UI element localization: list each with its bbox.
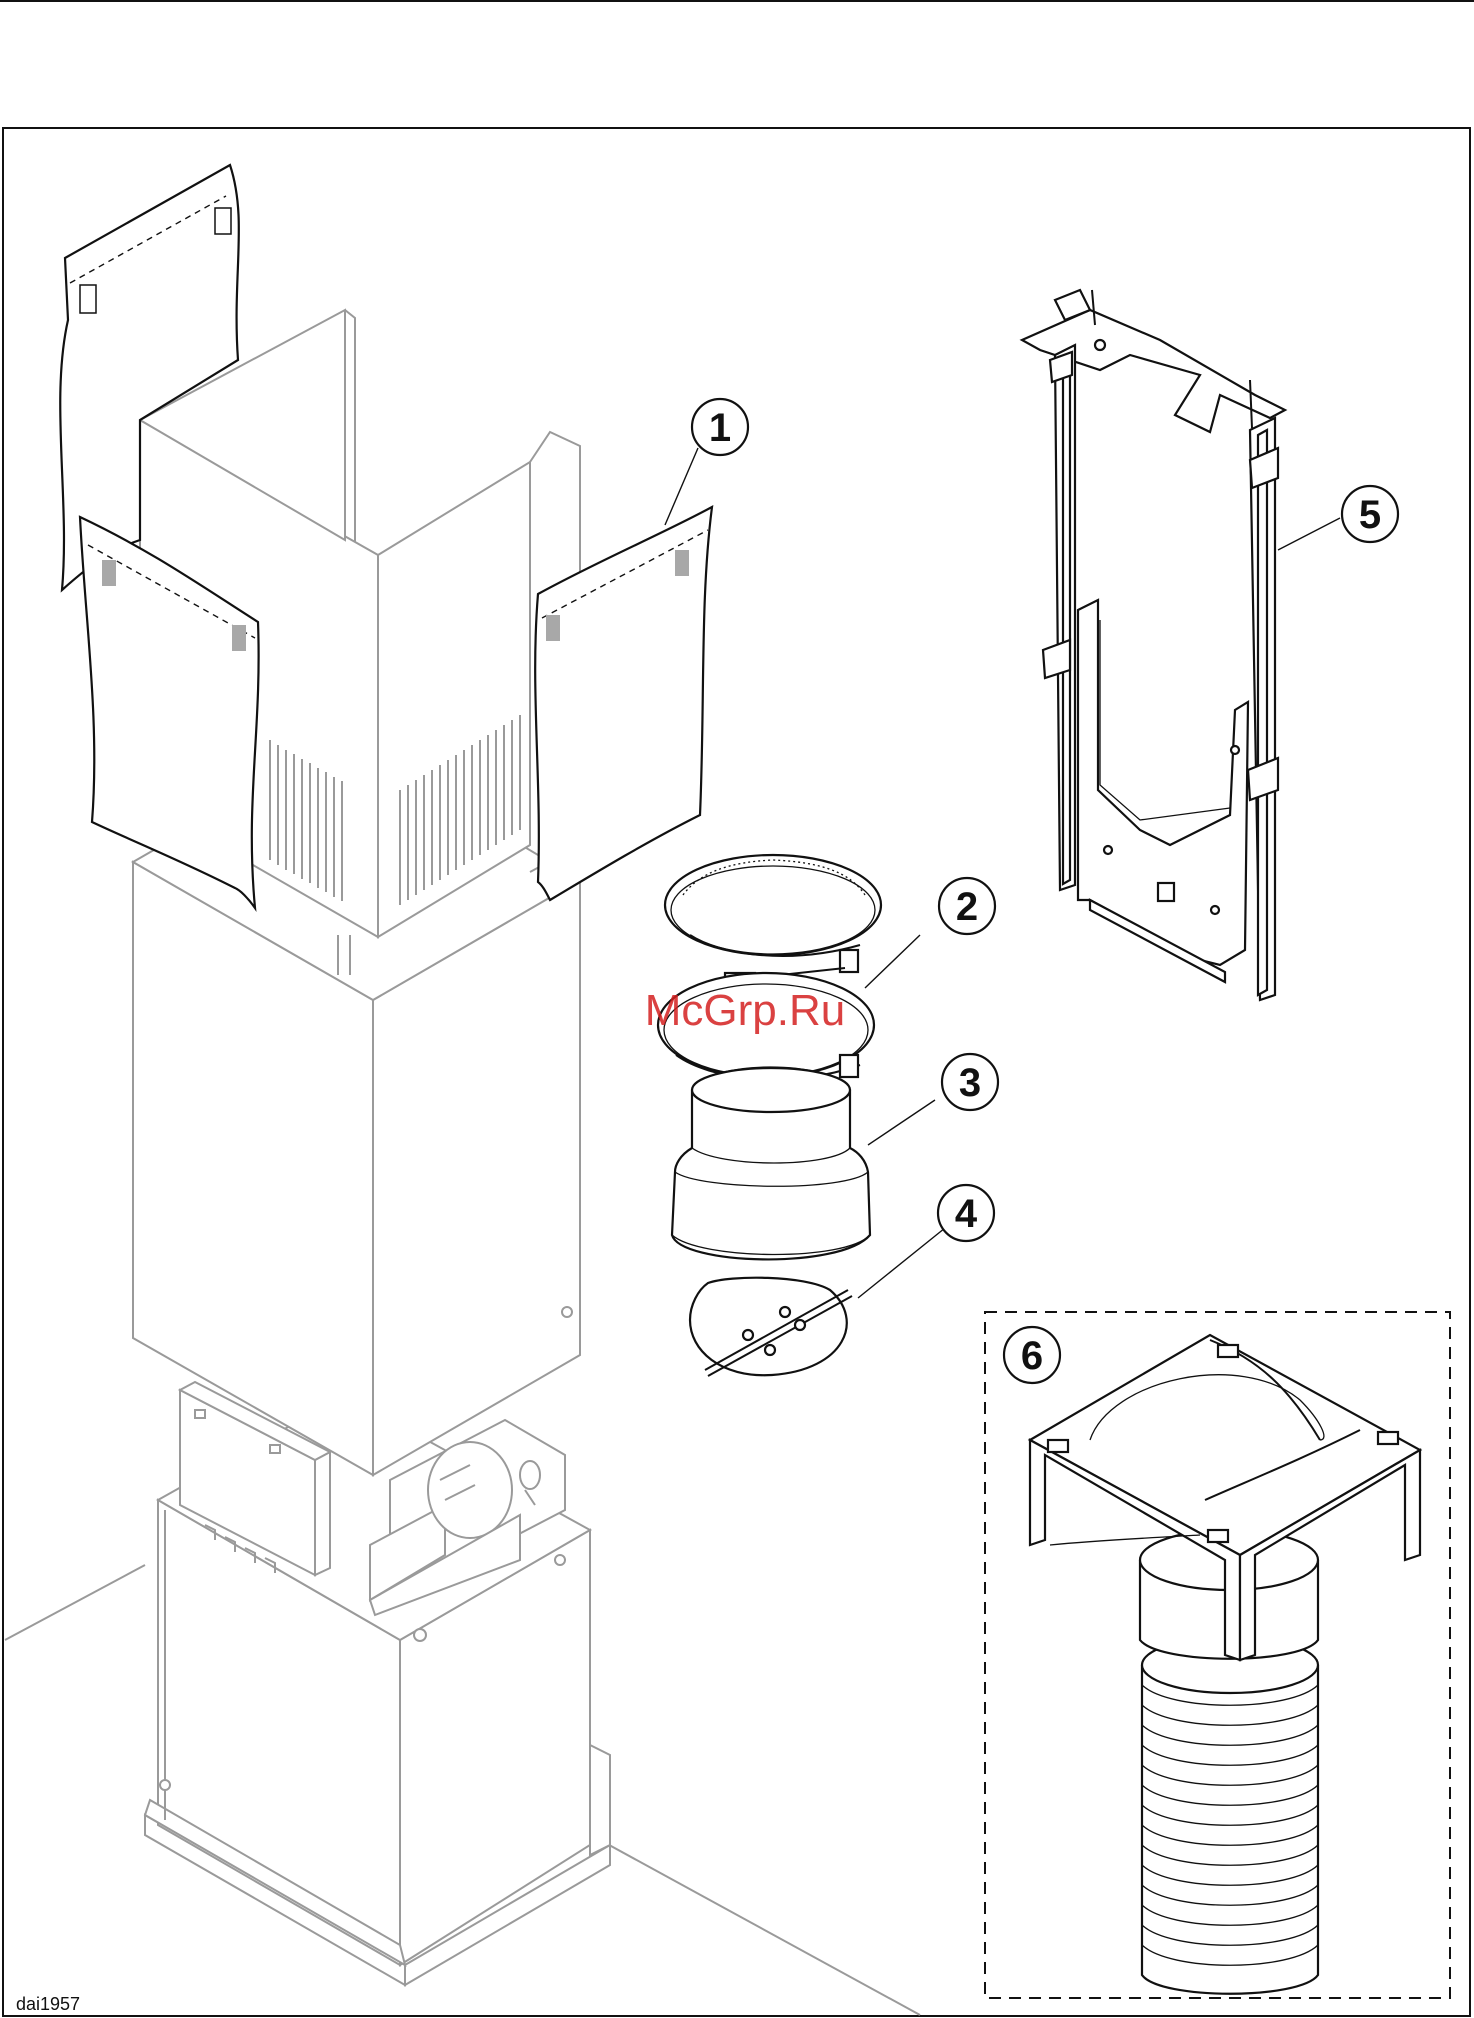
callout-3: 3: [942, 1054, 998, 1110]
callout-number: 5: [1359, 493, 1381, 537]
callout-number: 6: [1021, 1334, 1043, 1378]
watermark-text: McGrp.Ru: [645, 986, 845, 1035]
flexible-hose: [1142, 1637, 1318, 1994]
callout-2: 2: [939, 878, 995, 934]
duct-adapter: [672, 1068, 870, 1260]
leader-4: [858, 1228, 945, 1298]
callout-5: 5: [1342, 486, 1398, 542]
document-code: dai1957: [16, 1994, 80, 2014]
chimney-assembly: [133, 310, 610, 1985]
callout-4: 4: [938, 1185, 994, 1241]
box-connector: [1030, 1335, 1420, 1660]
backdraft-flap: [690, 1278, 852, 1376]
mounting-frame: [1022, 290, 1285, 1000]
callout-1: 1: [692, 399, 748, 455]
hose-clamps: [658, 855, 881, 1092]
leader-5: [1278, 518, 1340, 550]
optional-duct-kit: [985, 1312, 1450, 1998]
leader-3: [868, 1100, 935, 1145]
callout-number: 1: [709, 406, 731, 450]
hose-clamp-upper: [665, 855, 881, 985]
callout-number: 4: [955, 1192, 978, 1236]
callout-number: 2: [956, 885, 978, 929]
callout-number: 3: [959, 1061, 981, 1105]
film-sheet-right: [535, 507, 712, 900]
callout-6: 6: [1004, 1327, 1060, 1383]
leader-1: [665, 448, 698, 525]
leader-2: [865, 935, 920, 988]
